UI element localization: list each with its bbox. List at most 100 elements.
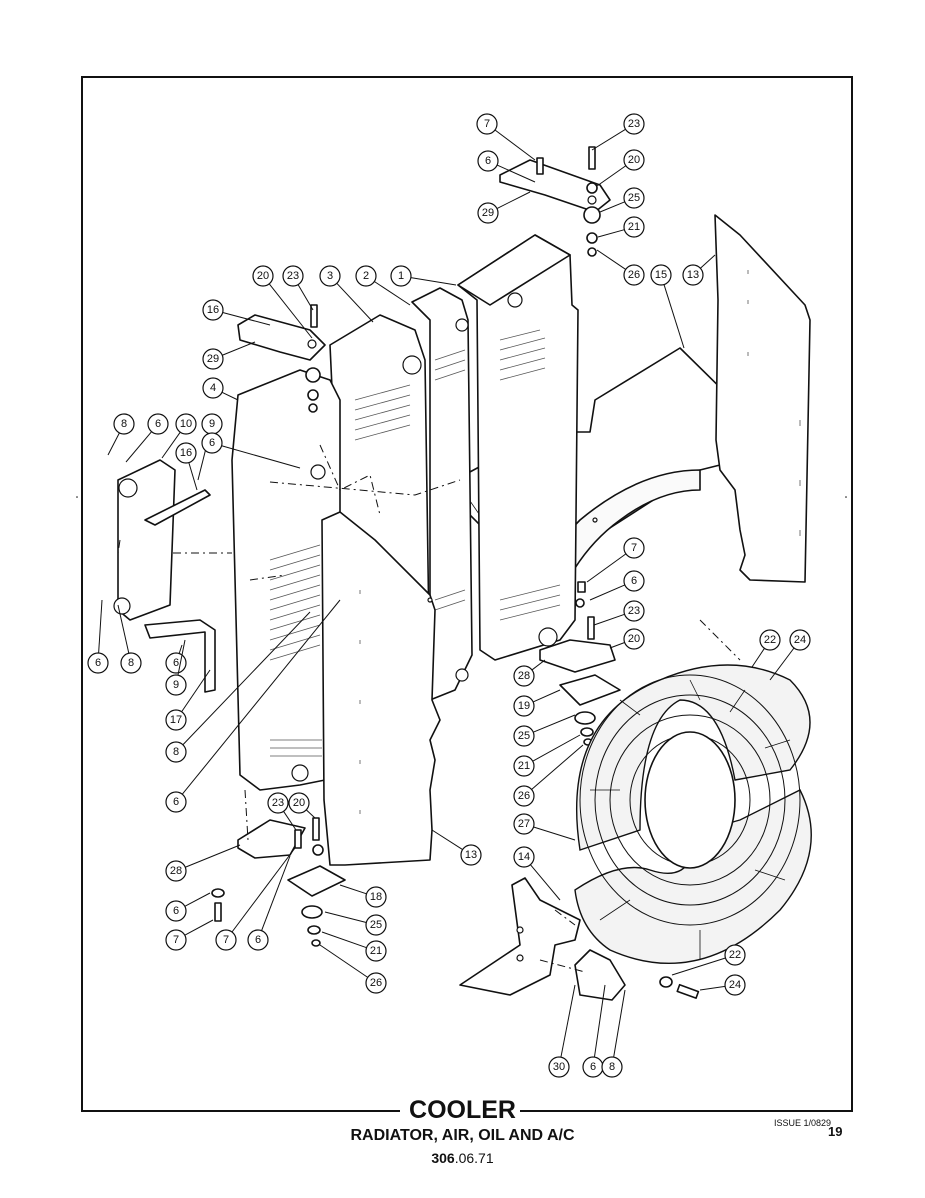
callout-number: 27 [518,818,530,830]
callout-number: 21 [370,945,382,957]
callout-number: 22 [729,949,741,961]
callout-number: 28 [170,865,182,877]
callout-circle [365,940,387,962]
callout-circle [513,785,535,807]
callout-circle [252,265,274,287]
callout-leader [597,229,625,238]
callout-15: 15 [650,264,685,349]
callout-leader [222,312,271,326]
callout-7: 7 [586,537,645,583]
callout-13: 13 [682,254,716,286]
callout-circle [513,665,535,687]
callout-circle [513,846,535,868]
callout-circle [175,442,197,464]
callout-circle [623,187,645,209]
callout-leader [532,734,581,762]
callout-9: 9 [165,639,187,696]
callout-number: 6 [173,905,179,917]
callout-leader [531,659,546,671]
callout-number: 28 [518,670,530,682]
callout-leader [181,599,341,795]
callout-leader [336,282,374,323]
callout-leader [609,642,625,649]
callout-leader [268,283,313,339]
callout-number: 8 [173,746,179,758]
callout-number: 6 [631,575,637,587]
callout-leader [178,644,183,654]
callout-number: 24 [794,634,806,646]
callout-number: 8 [609,1061,615,1073]
callout-circle [165,860,187,882]
callout-leader [531,744,584,790]
callout-number: 9 [173,679,179,691]
callout-circle [165,741,187,763]
callout-8: 8 [117,604,142,674]
callout-circle [165,674,187,696]
callout-leader [700,254,716,269]
callout-circle [759,629,781,651]
callout-leader [231,847,296,933]
callout-number: 16 [180,447,192,459]
callout-circle [513,725,535,747]
callout-6: 6 [165,892,211,922]
callout-13: 13 [431,829,482,866]
callout-7: 7 [165,919,214,951]
callout-number: 6 [95,657,101,669]
callout-circle [215,929,237,951]
callout-number: 23 [272,797,284,809]
callout-leader [177,639,186,676]
callout-circle [513,695,535,717]
callout-leader [184,892,211,907]
callout-number: 29 [482,207,494,219]
callout-leader [182,611,311,746]
callout-circle [513,813,535,835]
callout-number: 24 [729,979,741,991]
callout-24: 24 [769,629,811,681]
drawing-frame [81,76,853,1112]
callout-circle [288,792,310,814]
callout-number: 23 [287,270,299,282]
callout-6: 6 [589,570,645,601]
callout-4: 4 [202,377,239,401]
callout-6: 6 [165,599,341,813]
callout-circle [724,944,746,966]
callout-leader [161,431,181,459]
callout-number: 13 [465,849,477,861]
callout-20: 20 [288,792,316,819]
callout-10: 10 [161,413,197,459]
callout-circle [267,792,289,814]
callout-20: 20 [596,149,645,187]
callout-number: 17 [170,714,182,726]
callout-28: 28 [165,844,241,882]
callout-leader [339,884,367,895]
page-number: 19 [828,1124,843,1139]
callout-circle [165,709,187,731]
callout-number: 16 [207,304,219,316]
callout-leader [663,284,685,349]
callout-leader [185,844,241,868]
callout-number: 6 [155,418,161,430]
fan-guard [574,664,812,965]
callout-number: 1 [398,270,404,282]
callout-6: 6 [247,855,291,951]
drawing-subtitle: RADIATOR, AIR, OIL AND A/C [350,1127,575,1144]
callout-circle [623,570,645,592]
callout-3: 3 [319,265,374,323]
callout-number: 25 [518,730,530,742]
callout-circle [650,264,672,286]
callout-circle [165,900,187,922]
callout-circle [623,149,645,171]
callout-circle [548,1056,570,1078]
callout-number: 20 [293,797,305,809]
callout-number: 23 [628,118,640,130]
callout-leader [560,984,576,1058]
callout-26: 26 [596,249,645,286]
callout-leader [533,826,576,841]
callout-leader [221,391,239,401]
drawing-part-number: 306.06.71 [0,1150,925,1166]
callout-circle [202,299,224,321]
callout-16: 16 [175,442,198,491]
callout-leader [125,431,152,463]
part-number-suffix: .06.71 [454,1150,494,1166]
callout-leader [181,669,211,713]
